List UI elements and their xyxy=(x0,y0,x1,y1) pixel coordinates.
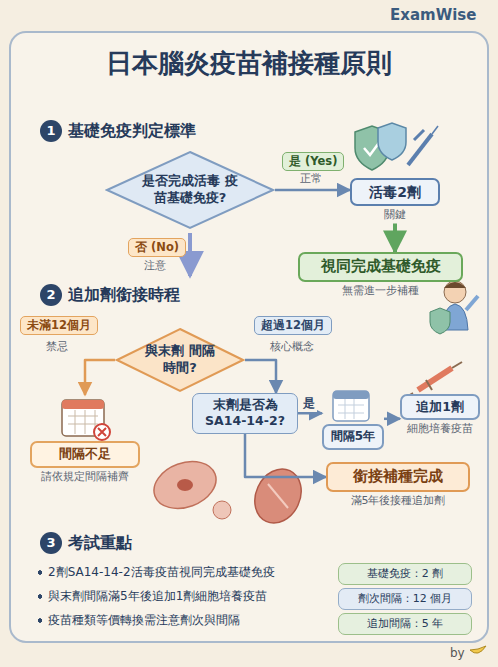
bullet-point: 與末劑間隔滿5年後追加1劑細胞培養疫苗 xyxy=(36,588,267,605)
process-box: 活毒2劑關鍵 xyxy=(350,178,440,222)
process-box: 基礎免疫：2 劑 xyxy=(338,563,472,585)
outer-panel xyxy=(10,32,488,642)
process-box: 追加1劑細胞培養疫苗 xyxy=(400,360,480,436)
node-label: 末劑是否為 SA14-14-2? xyxy=(198,397,292,430)
note: 核心概念 xyxy=(268,339,316,354)
section-heading: 基礎免疫判定標準 xyxy=(68,120,196,142)
calendar-cross-icon xyxy=(62,400,110,440)
connector-arrow xyxy=(85,360,115,395)
edge-label: 超過12個月 xyxy=(254,316,332,335)
connector-arrow xyxy=(245,360,276,393)
no-arrow xyxy=(188,233,192,276)
node-note: 細胞培養疫苗 xyxy=(400,420,480,436)
section-heading: 追加劑銜接時程 xyxy=(68,284,180,306)
process-box: 末劑是否為 SA14-14-2? xyxy=(192,393,298,434)
node-note: 無需進一步補種 xyxy=(298,282,463,298)
connector-arrow xyxy=(275,189,350,192)
node-label: 銜接補種完成 xyxy=(326,462,470,492)
node-label: 視同完成基礎免疫 xyxy=(298,252,463,282)
process-box: 間隔不足請依規定間隔補齊 xyxy=(30,395,140,484)
connector-arrow xyxy=(245,434,326,478)
edge-label: 是 xyxy=(301,395,317,412)
decision-diamond: 是否完成活毒 疫苗基礎免疫? xyxy=(105,150,275,230)
node-label: 間隔不足 xyxy=(30,441,140,468)
connector-arrow xyxy=(298,412,322,415)
note: 注意 xyxy=(142,258,168,273)
signature: by xyxy=(450,646,465,660)
connector-arrow xyxy=(384,418,400,421)
branch-tag: 否 (No) xyxy=(128,238,186,257)
brand-mark: ExamWise xyxy=(390,6,476,24)
connector-arrow xyxy=(393,223,397,252)
edge-label: 未滿12個月 xyxy=(20,316,98,335)
title: 日本腦炎疫苗補接種原則 xyxy=(0,46,498,81)
node-note: 滿5年後接種追加劑 xyxy=(326,492,470,508)
step-number: 2 xyxy=(40,284,62,306)
cell-illustration xyxy=(147,453,309,530)
node-label: 劑次間隔：12 個月 xyxy=(344,592,466,606)
node-note: 關鍵 xyxy=(350,206,440,222)
syringe-icon xyxy=(406,362,462,397)
step-number: 3 xyxy=(40,532,62,554)
calendar-icon xyxy=(333,391,369,421)
node-label: 追加1劑 xyxy=(400,394,480,420)
process-box: 追加間隔：5 年 xyxy=(338,613,472,635)
decision-diamond: 與末劑 間隔時間? xyxy=(115,327,245,393)
node-label: 基礎免疫：2 劑 xyxy=(344,567,466,581)
node-label: 追加間隔：5 年 xyxy=(344,617,466,631)
node-label: 是否完成活毒 疫苗基礎免疫? xyxy=(138,173,242,207)
note: 禁忌 xyxy=(44,339,70,354)
process-box: 劑次間隔：12 個月 xyxy=(338,588,472,610)
node-label: 與末劑 間隔時間? xyxy=(144,343,216,377)
section-heading: 考試重點 xyxy=(68,532,132,554)
edge-label: 是 (Yes) xyxy=(282,152,344,171)
bullet-point: 疫苗種類等價轉換需注意劑次與間隔 xyxy=(36,612,240,629)
child-figure xyxy=(430,281,478,334)
process-box: 視同完成基礎免疫無需進一步補種 xyxy=(298,252,463,298)
bullet-point: 2劑SA14-14-2活毒疫苗視同完成基礎免疫 xyxy=(36,564,275,581)
node-label: 活毒2劑 xyxy=(350,178,440,206)
node-label: 間隔5年 xyxy=(322,424,384,450)
note: 正常 xyxy=(298,171,324,186)
shield-icon xyxy=(355,123,438,170)
banana-icon xyxy=(470,646,486,653)
step-number: 1 xyxy=(40,120,62,142)
process-box: 間隔5年 xyxy=(322,388,384,450)
process-box: 銜接補種完成滿5年後接種追加劑 xyxy=(326,462,470,508)
node-note: 請依規定間隔補齊 xyxy=(30,468,140,484)
